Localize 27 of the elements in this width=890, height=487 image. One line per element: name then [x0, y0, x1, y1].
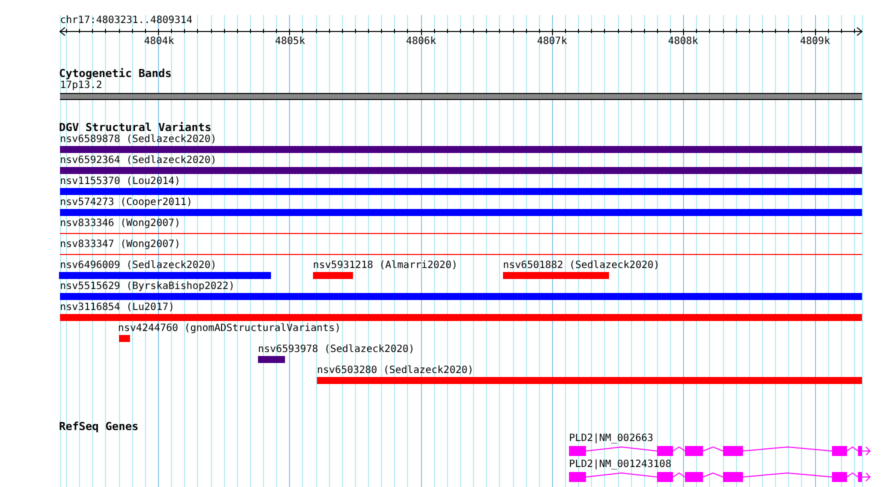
track-heading: Cytogenetic Bands [59, 68, 172, 79]
variant-label: nsv5931218 (Almarri2020) [313, 260, 458, 271]
gene-label: PLD2|NM_002663 [569, 433, 654, 444]
variant-label: nsv6501882 (Sedlazeck2020) [503, 260, 660, 271]
variant-label: nsv833346 (Wong2007) [60, 218, 180, 229]
variant-label: nsv6589878 (Sedlazeck2020) [60, 134, 217, 145]
variant-label: nsv1155370 (Lou2014) [60, 176, 180, 187]
variant-label: nsv6593978 (Sedlazeck2020) [258, 344, 415, 355]
variant-label: nsv4244760 (gnomADStructuralVariants) [118, 323, 341, 334]
axis-tick-label: 4805k [275, 36, 306, 47]
band-label: 17p13.2 [60, 80, 102, 91]
axis-tick-label: 4804k [144, 36, 174, 47]
gene-label: PLD2|NM_001243108 [569, 459, 672, 470]
track-heading: RefSeq Genes [59, 421, 138, 432]
axis-tick-label: 4809k [800, 36, 830, 47]
variant-label: nsv6592364 (Sedlazeck2020) [60, 155, 217, 166]
axis-tick-label: 4807k [537, 36, 568, 47]
track-heading: DGV Structural Variants [59, 122, 212, 133]
locus-label: chr17:4803231..4809314 [60, 15, 192, 26]
variant-label: nsv6503280 (Sedlazeck2020) [317, 365, 474, 376]
variant-label: nsv3116854 (Lu2017) [60, 302, 174, 313]
axis-tick-label: 4806k [406, 36, 436, 47]
variant-label: nsv833347 (Wong2007) [60, 239, 180, 250]
variant-label: nsv6496009 (Sedlazeck2020) [60, 260, 217, 271]
axis-tick-label: 4808k [668, 36, 698, 47]
variant-label: nsv5515629 (ByrskaBishop2022) [60, 281, 235, 292]
variant-label: nsv574273 (Cooper2011) [60, 197, 192, 208]
